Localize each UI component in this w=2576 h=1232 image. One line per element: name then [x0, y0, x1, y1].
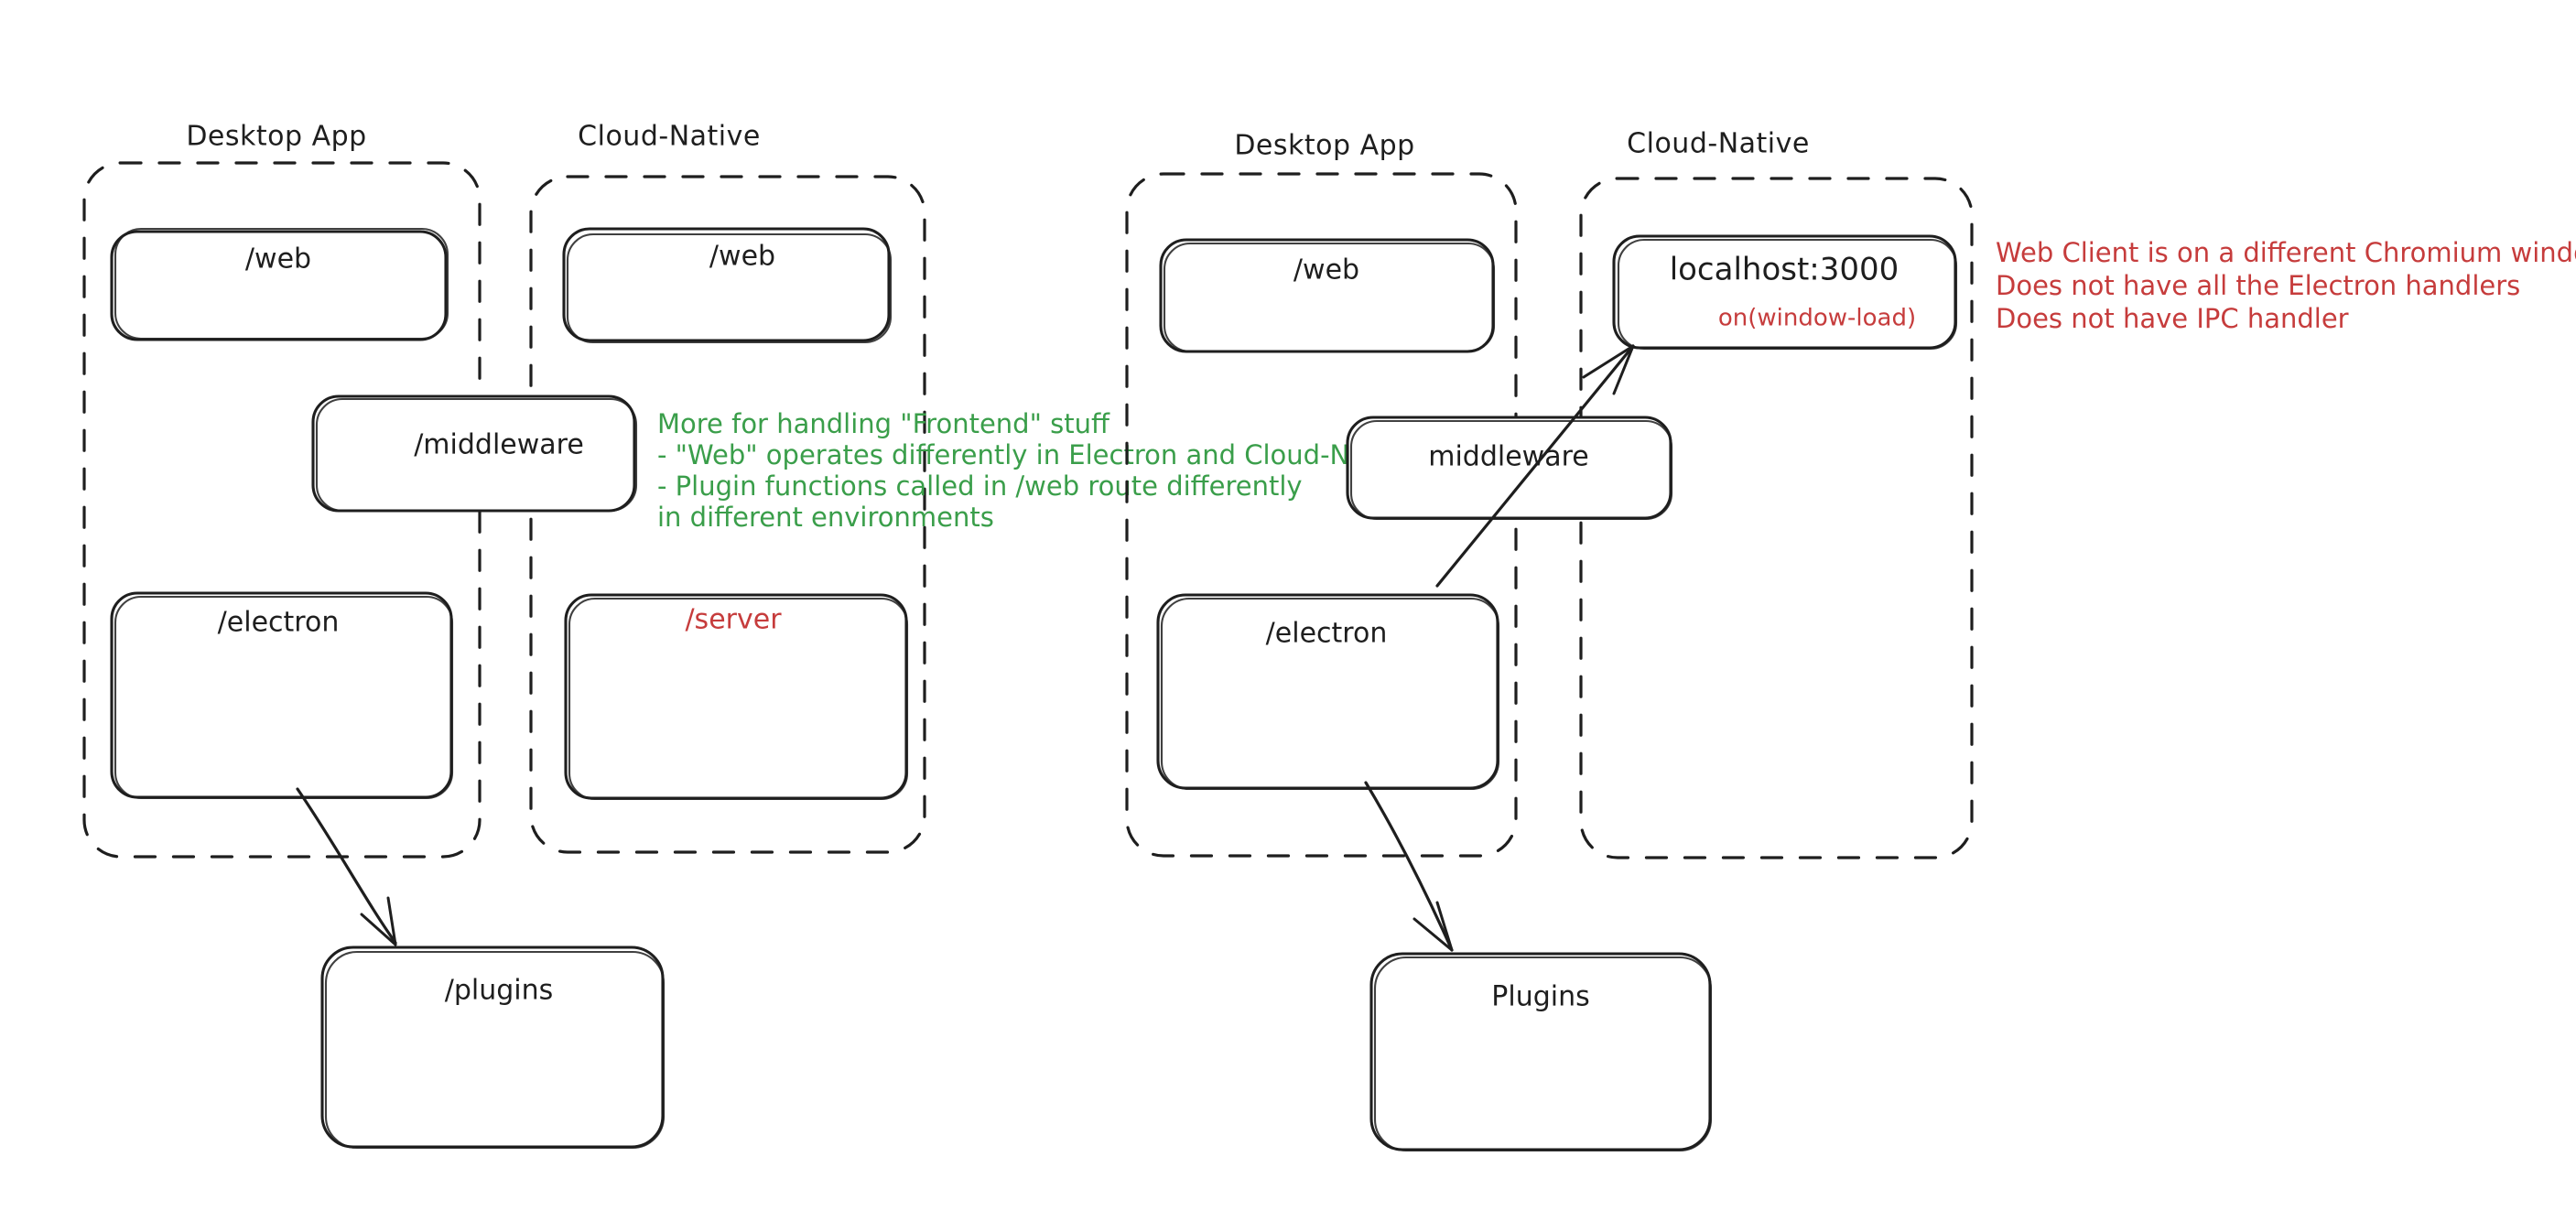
right-cloud-group-title: Cloud-Native [1627, 128, 1810, 160]
right-red-note-line-1: Web Client is on a different Chromium wi… [1996, 237, 2576, 268]
left-electron-label: /electron [218, 607, 340, 639]
right-middleware-node[interactable]: middleware [1346, 416, 1673, 521]
right-middleware-label: middleware [1428, 441, 1589, 473]
left-cloud-group-container [529, 175, 926, 854]
right-plugins-label: Plugins [1491, 981, 1589, 1013]
right-localhost-node[interactable]: localhost:3000 on(window-load) [1612, 234, 1958, 351]
left-green-note-line-4: in different environments [657, 502, 994, 533]
right-cloud-group-container [1579, 177, 1974, 859]
right-red-note-line-3: Does not have IPC handler [1996, 303, 2349, 334]
right-desktop-group-title: Desktop App [1234, 130, 1414, 162]
right-electron-node[interactable]: /electron [1156, 593, 1500, 791]
right-edge-electron-to-plugins [1364, 781, 1454, 952]
right-localhost-label: localhost:3000 [1670, 252, 1900, 288]
left-desktop-web-label: /web [245, 243, 311, 276]
left-edge-electron-to-plugins [296, 787, 397, 946]
right-edge-electron-to-localhost [1435, 344, 1635, 588]
left-middleware-node[interactable]: /middleware [311, 394, 638, 513]
left-desktop-group-container [82, 161, 482, 859]
left-plugins-node[interactable]: /plugins [320, 946, 666, 1150]
left-green-note-line-1: More for handling "Frontend" stuff [657, 408, 1110, 439]
right-electron-label: /electron [1266, 618, 1388, 650]
right-red-note: Web Client is on a different Chromium wi… [1996, 237, 2576, 334]
left-plugins-label: /plugins [445, 975, 554, 1007]
left-electron-node[interactable]: /electron [110, 591, 454, 800]
left-desktop-web-node[interactable]: /web [110, 227, 449, 341]
left-green-note: More for handling "Frontend" stuff - "We… [657, 408, 1415, 533]
right-red-note-line-2: Does not have all the Electron handlers [1996, 270, 2520, 301]
right-plugins-node[interactable]: Plugins [1369, 952, 1713, 1152]
right-desktop-web-label: /web [1293, 254, 1359, 286]
left-server-label: /server [685, 604, 782, 636]
left-green-note-line-3: - Plugin functions called in /web route … [657, 470, 1303, 502]
left-green-note-line-2: - "Web" operates differently in Electron… [657, 439, 1415, 470]
right-desktop-group-container [1125, 172, 1518, 858]
left-cloud-group-title: Cloud-Native [578, 121, 761, 153]
left-middleware-label: /middleware [414, 429, 584, 461]
left-cloud-web-label: /web [709, 241, 775, 273]
right-desktop-web-node[interactable]: /web [1159, 238, 1496, 353]
right-localhost-sublabel: on(window-load) [1718, 305, 1916, 332]
left-cloud-web-node[interactable]: /web [562, 227, 893, 344]
left-desktop-group-title: Desktop App [186, 121, 366, 153]
left-server-node[interactable]: /server [564, 593, 909, 801]
